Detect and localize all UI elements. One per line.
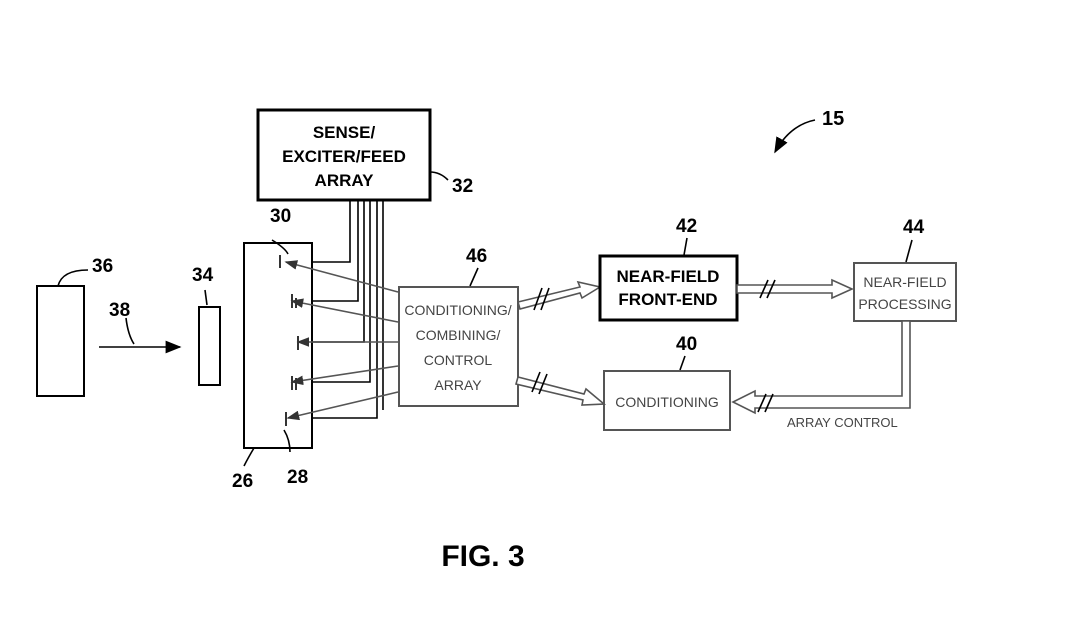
ref-44-leader <box>905 239 913 263</box>
ref-42: 42 <box>676 216 697 237</box>
ref-36: 36 <box>92 256 113 277</box>
nfp-line-2: PROCESSING <box>858 296 951 312</box>
nffe-line-1: NEAR-FIELD <box>617 267 720 286</box>
array-signal-lines <box>284 260 399 421</box>
ref-34: 34 <box>192 265 214 286</box>
bus-arrow-42-to-44 <box>736 278 854 300</box>
cca-line-1: CONDITIONING/ <box>404 302 511 318</box>
cca-line-4: ARRAY <box>434 377 482 393</box>
ref-26: 26 <box>232 471 253 492</box>
sense-line-2: EXCITER/FEED <box>282 147 406 166</box>
ref-15: 15 <box>822 108 844 130</box>
nffe-line-2: FRONT-END <box>618 290 717 309</box>
ref-46-leader <box>469 267 479 287</box>
ref-38: 38 <box>109 300 130 321</box>
ref-40-leader <box>679 355 686 371</box>
array-panel <box>243 242 313 449</box>
sense-line-3: ARRAY <box>315 171 375 190</box>
figure-caption: FIG. 3 <box>441 540 524 573</box>
ref-28-leader <box>283 429 291 453</box>
ref-30: 30 <box>270 206 291 227</box>
ref-15-arrow <box>774 119 816 154</box>
nfp-line-1: NEAR-FIELD <box>863 274 946 290</box>
conditioning-label: CONDITIONING <box>615 394 718 410</box>
ref-28: 28 <box>287 467 308 488</box>
ref-32: 32 <box>452 176 473 197</box>
ref-42-leader <box>683 237 688 256</box>
ref-44: 44 <box>903 217 925 238</box>
conditioning-combining-control-array-block: CONDITIONING/ COMBINING/ CONTROL ARRAY <box>398 286 519 407</box>
cca-line-3: CONTROL <box>424 352 493 368</box>
ref-40: 40 <box>676 334 697 355</box>
near-field-processing-block: NEAR-FIELD PROCESSING <box>853 262 957 322</box>
sense-line-1: SENSE/ <box>313 123 376 142</box>
near-field-front-end-block: NEAR-FIELD FRONT-END <box>598 254 739 322</box>
bus-arrow-46-to-42 <box>517 280 603 311</box>
conditioning-block: CONDITIONING <box>603 370 731 431</box>
object-34 <box>198 306 221 386</box>
ref-32-leader <box>429 171 449 181</box>
sense-exciter-feed-array-block: SENSE/ EXCITER/FEED ARRAY <box>256 108 432 202</box>
ref-38-leader <box>125 317 135 345</box>
ref-36-leader <box>57 269 89 287</box>
cca-line-2: COMBINING/ <box>416 327 501 343</box>
array-control-label: ARRAY CONTROL <box>787 415 898 430</box>
ref-30-leader <box>271 239 289 255</box>
bus-arrow-44-to-40 <box>731 320 911 415</box>
ref-46: 46 <box>466 246 487 267</box>
object-36 <box>36 285 85 397</box>
ref-26-leader <box>243 447 255 467</box>
bus-arrow-46-to-40 <box>515 371 607 406</box>
ref-34-leader <box>204 289 208 306</box>
